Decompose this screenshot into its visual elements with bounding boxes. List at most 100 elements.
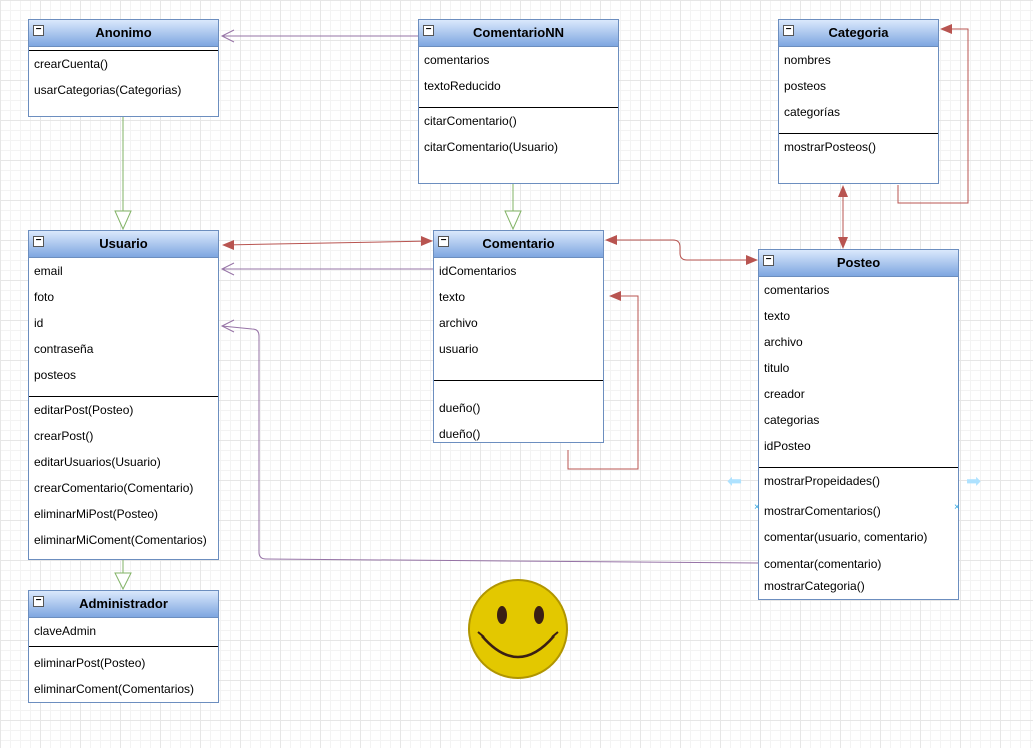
- class-header[interactable]: − Comentario: [434, 231, 603, 258]
- method[interactable]: editarPost(Posteo): [34, 403, 134, 417]
- collapse-minus-icon[interactable]: −: [33, 596, 44, 607]
- method[interactable]: mostrarCategoria(): [764, 579, 865, 593]
- attribute[interactable]: foto: [34, 290, 55, 304]
- separator: [419, 107, 618, 108]
- collapse-minus-icon[interactable]: −: [438, 236, 449, 247]
- class-usuario[interactable]: − Usuario email foto id contraseña poste…: [28, 230, 219, 560]
- open-arrowhead-anonimo: [220, 29, 235, 43]
- class-administrador[interactable]: − Administrador claveAdmin eliminarPost(…: [28, 590, 219, 703]
- method[interactable]: crearPost(): [34, 429, 94, 443]
- attribute[interactable]: usuario: [439, 342, 479, 356]
- collapse-minus-icon[interactable]: −: [33, 236, 44, 247]
- attribute[interactable]: id: [34, 316, 44, 330]
- spacer: [419, 99, 618, 107]
- method[interactable]: mostrarPosteos(): [784, 140, 877, 154]
- method[interactable]: dueño(): [439, 427, 481, 441]
- open-arrowhead-usuario-id: [220, 319, 235, 333]
- self-association-categoria[interactable]: [897, 28, 969, 204]
- class-name: Posteo: [836, 255, 881, 270]
- self-association-comentario[interactable]: [567, 295, 639, 470]
- association-comentario-posteo[interactable]: [606, 239, 757, 261]
- collapse-minus-icon[interactable]: −: [783, 25, 794, 36]
- smiley-face-icon[interactable]: [467, 578, 569, 680]
- collapse-minus-icon[interactable]: −: [33, 25, 44, 36]
- method[interactable]: crearCuenta(): [34, 57, 109, 71]
- arrowhead-usuario: [222, 240, 234, 250]
- class-header[interactable]: − Anonimo: [29, 20, 218, 47]
- separator: [29, 50, 218, 51]
- attribute[interactable]: texto: [439, 290, 466, 304]
- arrowhead-categoria-bottom: [838, 185, 848, 197]
- collapse-minus-icon[interactable]: −: [423, 25, 434, 36]
- method[interactable]: eliminarMiComent(Comentarios): [34, 533, 207, 547]
- attribute[interactable]: posteos: [34, 368, 77, 382]
- method[interactable]: eliminarMiPost(Posteo): [34, 507, 159, 521]
- association-posteo-usuario[interactable]: [221, 325, 759, 564]
- class-comentarionn[interactable]: − ComentarioNN comentarios textoReducido…: [418, 19, 619, 184]
- open-arrowhead-usuario: [220, 262, 235, 276]
- spacer: [434, 362, 603, 380]
- attribute[interactable]: idComentarios: [439, 264, 517, 278]
- attribute[interactable]: contraseña: [34, 342, 94, 356]
- spacer: [29, 388, 218, 396]
- separator: [29, 646, 218, 647]
- class-header[interactable]: − ComentarioNN: [419, 20, 618, 47]
- attribute[interactable]: comentarios: [424, 53, 490, 67]
- attribute[interactable]: archivo: [439, 316, 478, 330]
- method[interactable]: dueño(): [439, 401, 481, 415]
- attribute[interactable]: comentarios: [764, 283, 830, 297]
- separator: [759, 467, 958, 468]
- arrowhead-comentario-self: [609, 291, 621, 301]
- class-name: Administrador: [79, 596, 168, 611]
- method[interactable]: comentar(usuario, comentario): [764, 530, 928, 544]
- hover-arrow-left-icon[interactable]: ⬅: [727, 471, 743, 491]
- method[interactable]: mostrarComentarios(): [764, 504, 881, 518]
- attribute[interactable]: categorias: [764, 413, 820, 427]
- class-name: Usuario: [99, 236, 148, 251]
- arrowhead-comentario-right: [605, 235, 617, 245]
- arrowhead-posteo-left: [746, 255, 758, 265]
- class-categoria[interactable]: − Categoria nombres posteos categorías m…: [778, 19, 939, 184]
- attribute[interactable]: texto: [764, 309, 791, 323]
- inheritance-arrowhead-comentario: [504, 210, 522, 231]
- attribute[interactable]: textoReducido: [424, 79, 501, 93]
- attribute[interactable]: nombres: [784, 53, 831, 67]
- attribute[interactable]: archivo: [764, 335, 803, 349]
- attribute[interactable]: posteos: [784, 79, 827, 93]
- attribute[interactable]: claveAdmin: [34, 624, 97, 638]
- class-posteo[interactable]: − Posteo comentarios texto archivo titul…: [758, 249, 959, 600]
- method[interactable]: eliminarPost(Posteo): [34, 656, 146, 670]
- connection-point-icon[interactable]: ×: [954, 502, 960, 513]
- class-anonimo[interactable]: − Anonimo crearCuenta() usarCategorias(C…: [28, 19, 219, 117]
- class-comentario[interactable]: − Comentario idComentarios texto archivo…: [433, 230, 604, 443]
- method[interactable]: mostrarPropeidades(): [764, 474, 881, 488]
- class-header[interactable]: − Usuario: [29, 231, 218, 258]
- attribute[interactable]: creador: [764, 387, 805, 401]
- method[interactable]: eliminarComent(Comentarios): [34, 682, 195, 696]
- association-usuario-comentario[interactable]: [223, 240, 432, 246]
- arrowhead-comentario: [421, 236, 433, 246]
- attribute[interactable]: email: [34, 264, 63, 278]
- attribute[interactable]: categorías: [784, 105, 841, 119]
- class-name: Comentario: [482, 236, 555, 251]
- collapse-minus-icon[interactable]: −: [763, 255, 774, 266]
- class-header[interactable]: − Administrador: [29, 591, 218, 618]
- inheritance-arrowhead-usuario: [114, 210, 132, 231]
- method[interactable]: comentar(comentario): [764, 557, 882, 571]
- method[interactable]: usarCategorias(Categorias): [34, 83, 182, 97]
- hover-arrow-right-icon[interactable]: ➡: [966, 471, 982, 491]
- class-name: Anonimo: [95, 25, 152, 40]
- method[interactable]: crearComentario(Comentario): [34, 481, 194, 495]
- connection-point-icon[interactable]: ×: [754, 502, 760, 513]
- spacer: [434, 381, 603, 395]
- separator: [779, 133, 938, 134]
- class-name: ComentarioNN: [472, 25, 564, 40]
- method[interactable]: citarComentario(Usuario): [424, 140, 559, 154]
- method[interactable]: editarUsuarios(Usuario): [34, 455, 161, 469]
- attribute[interactable]: idPosteo: [764, 439, 811, 453]
- class-header[interactable]: − Categoria: [779, 20, 938, 47]
- arrowhead-categoria-self: [940, 24, 952, 34]
- method[interactable]: citarComentario(): [424, 114, 517, 128]
- attribute[interactable]: titulo: [764, 361, 790, 375]
- class-header[interactable]: − Posteo: [759, 250, 958, 277]
